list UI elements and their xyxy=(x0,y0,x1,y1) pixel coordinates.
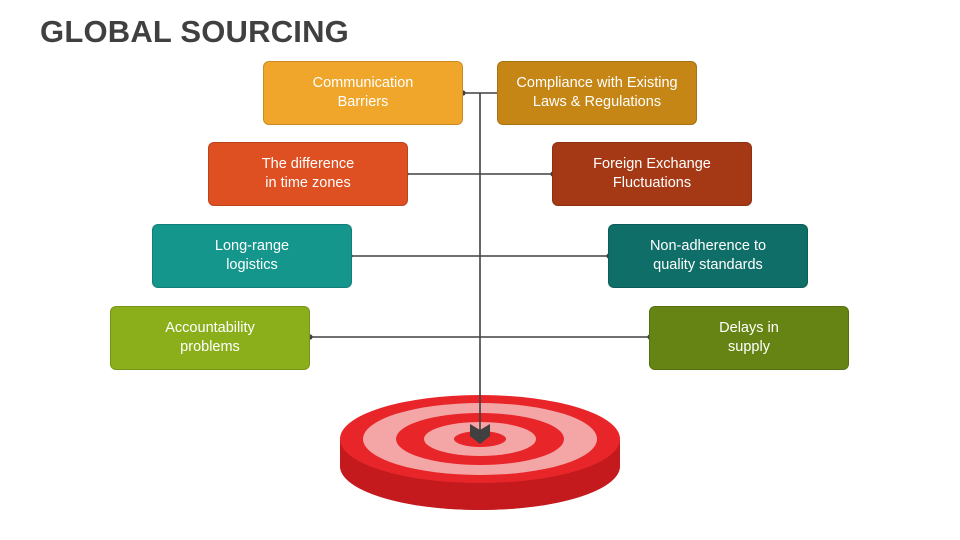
box-communication-barriers: Communication Barriers xyxy=(263,61,463,125)
box-long-range-logistics: Long-range logistics xyxy=(152,224,352,288)
box-delays-supply: Delays in supply xyxy=(649,306,849,370)
box-accountability: Accountability problems xyxy=(110,306,310,370)
box-compliance-laws: Compliance with Existing Laws & Regulati… xyxy=(497,61,697,125)
box-time-zones: The difference in time zones xyxy=(208,142,408,206)
target-board-icon xyxy=(340,395,620,510)
page-title: GLOBAL SOURCING xyxy=(40,14,349,49)
connector-lines xyxy=(310,92,650,432)
box-quality-standards: Non-adherence to quality standards xyxy=(608,224,808,288)
box-foreign-exchange: Foreign Exchange Fluctuations xyxy=(552,142,752,206)
arrow-head-icon xyxy=(470,424,490,444)
